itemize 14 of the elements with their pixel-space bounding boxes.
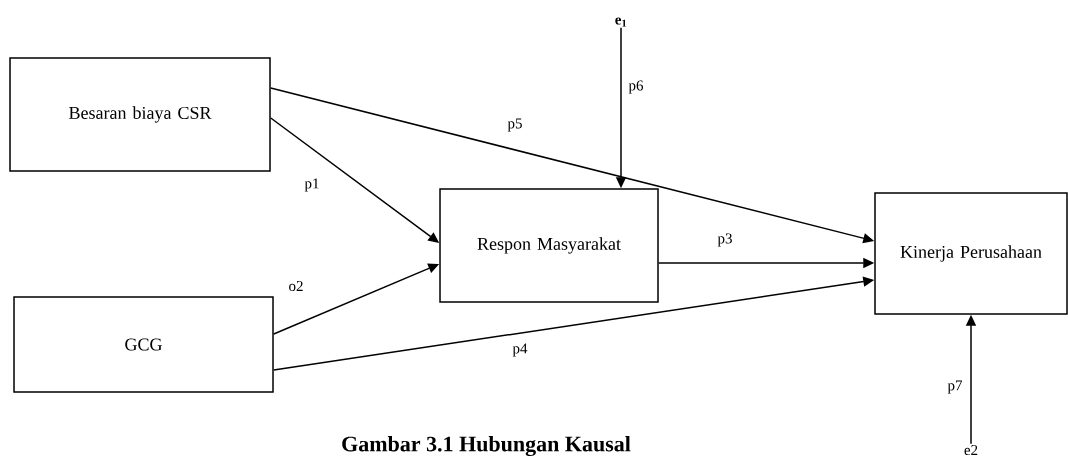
edge-label: p5 [507,118,522,132]
variable-box: Besaran biaya CSR [9,57,271,172]
error-term-label: e$_{1}$ [615,17,627,27]
edge-label: p1 [304,178,319,192]
edge-label: p7 [947,380,963,394]
edge-label: p6 [628,80,644,94]
variable-box: GCG [13,296,274,393]
edge-label: o2 [289,280,303,292]
edge-label: p4 [512,343,528,357]
edge-label: p3 [717,233,732,247]
variable-box: Kinerja Perusahaan [874,192,1068,315]
error-term-label: e2 [964,444,978,455]
variable-box: Respon Masyarakat [439,188,659,303]
figure-caption: Gambar 3.1 Hubungan Kausal [342,435,631,457]
